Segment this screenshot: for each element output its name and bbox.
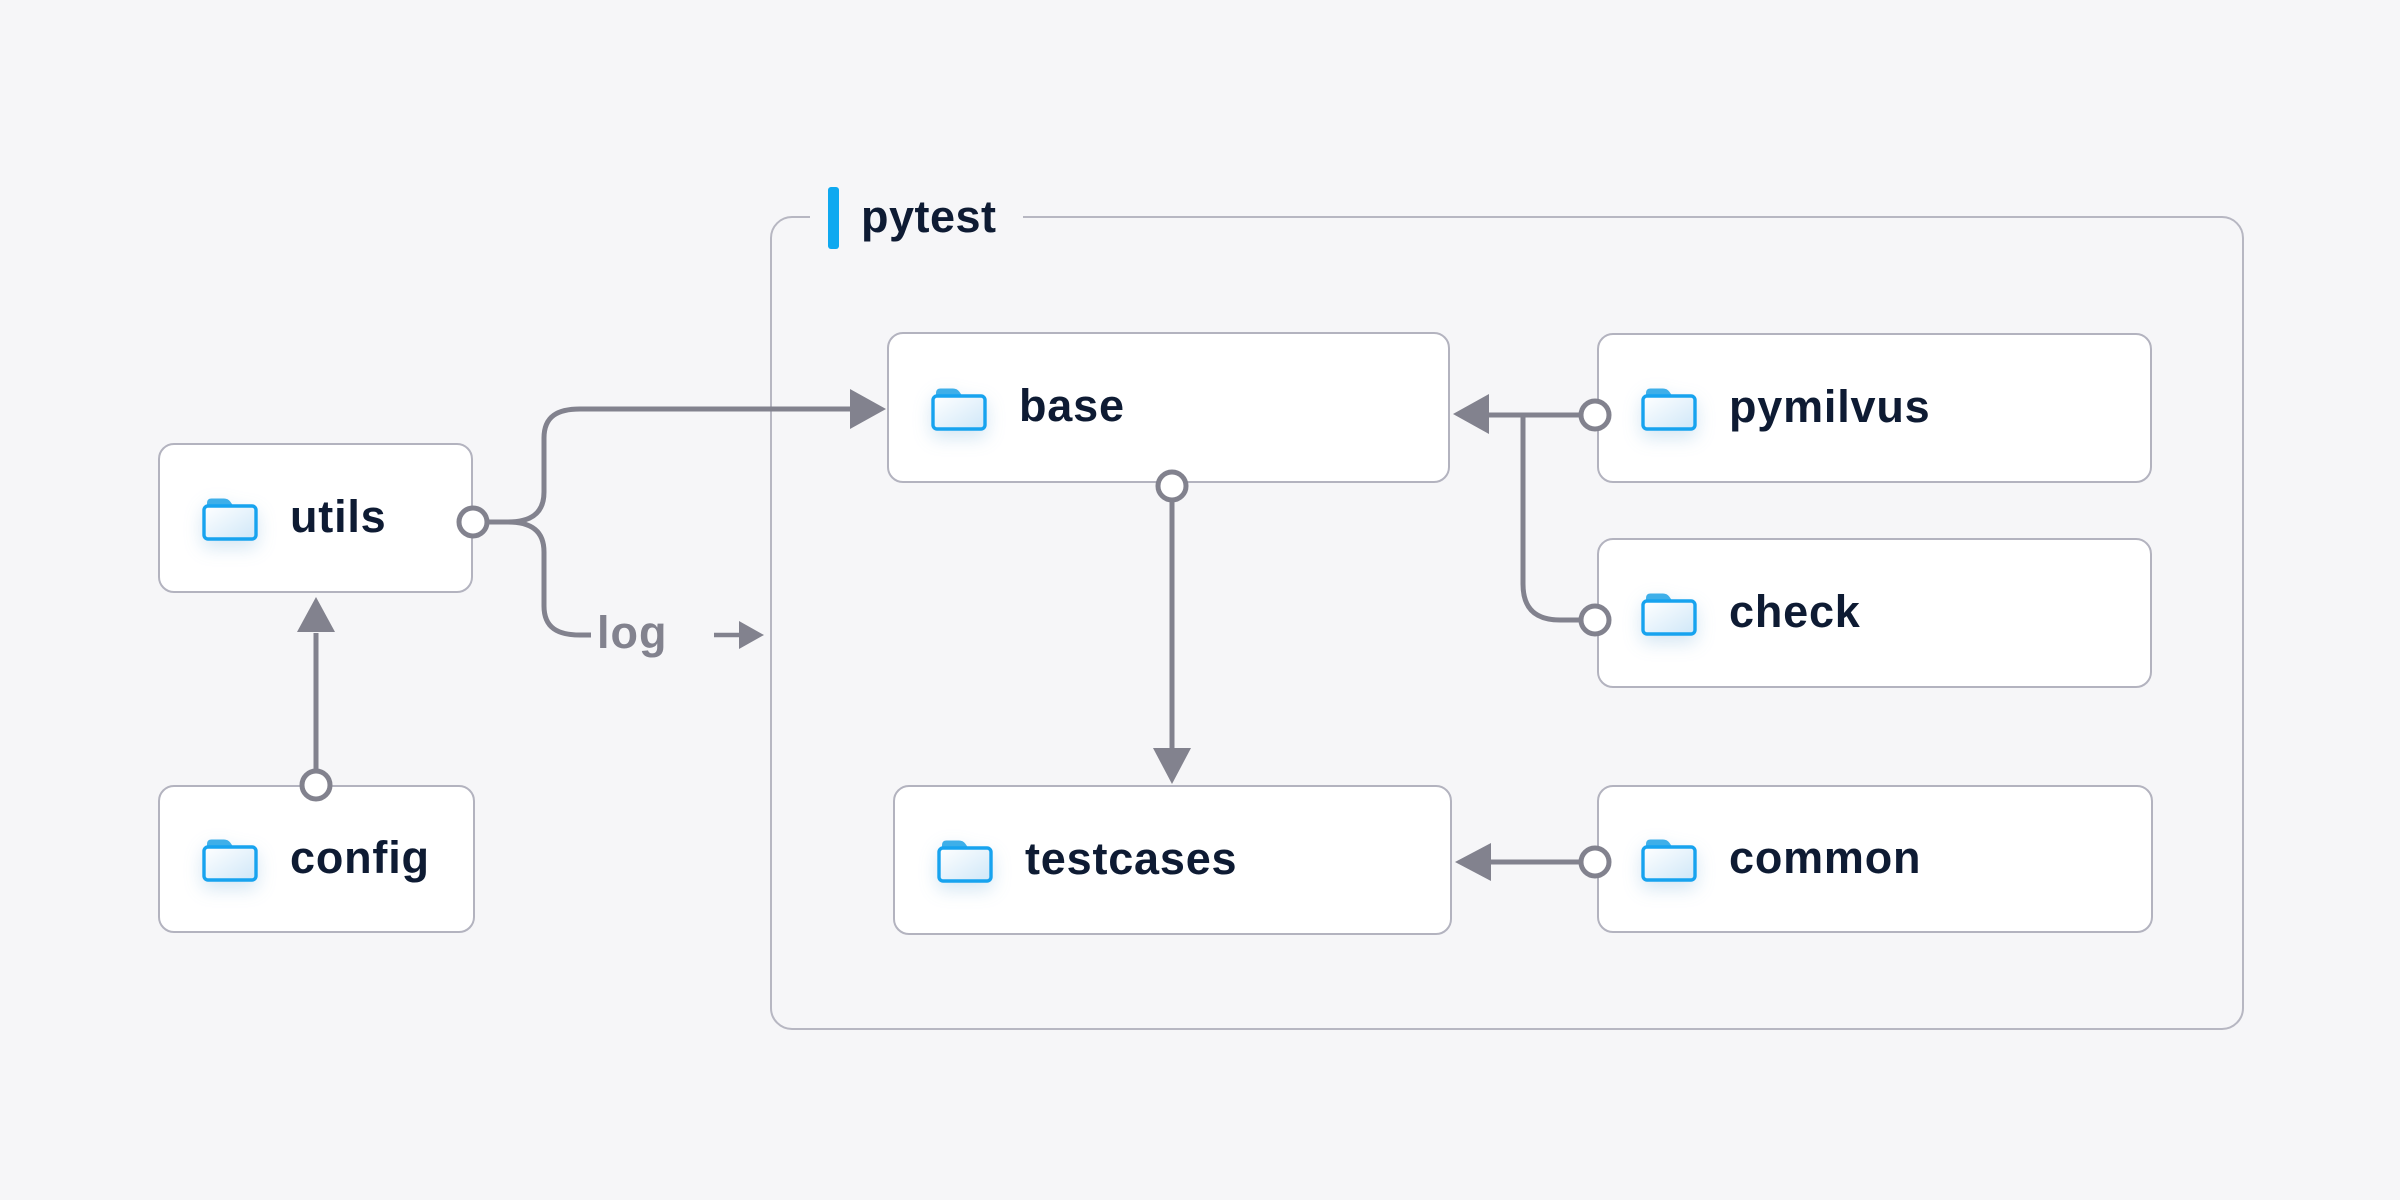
node-testcases: testcases <box>893 785 1452 935</box>
edge-config-utils <box>297 597 335 770</box>
node-utils: utils <box>158 443 473 593</box>
node-label: config <box>290 831 430 883</box>
node-check: check <box>1597 538 2152 688</box>
folder-icon <box>937 837 993 883</box>
pytest-group: pytest <box>770 184 2244 1030</box>
node-label: base <box>1019 380 1125 431</box>
node-pymilvus: pymilvus <box>1597 333 2152 483</box>
pytest-group-title: pytest <box>861 190 997 242</box>
node-label: pymilvus <box>1729 380 1931 432</box>
node-common: common <box>1597 785 2153 933</box>
folder-icon <box>202 495 258 541</box>
node-label: testcases <box>1025 832 1238 884</box>
node-label: common <box>1729 831 1922 883</box>
node-label: utils <box>290 490 387 542</box>
accent-bar <box>828 187 839 249</box>
folder-icon <box>1641 590 1697 636</box>
folder-icon <box>931 385 987 431</box>
folder-icon <box>1641 836 1697 882</box>
node-label: check <box>1729 585 1861 637</box>
folder-icon <box>202 836 258 882</box>
node-config: config <box>158 785 475 933</box>
arrowhead <box>297 597 335 632</box>
arrowhead <box>739 621 764 649</box>
edge-utils-log <box>487 519 764 649</box>
edge-label-log: log <box>597 606 668 658</box>
folder-icon <box>1641 385 1697 431</box>
node-base: base <box>887 332 1450 483</box>
pytest-group-label: pytest <box>810 184 1023 252</box>
